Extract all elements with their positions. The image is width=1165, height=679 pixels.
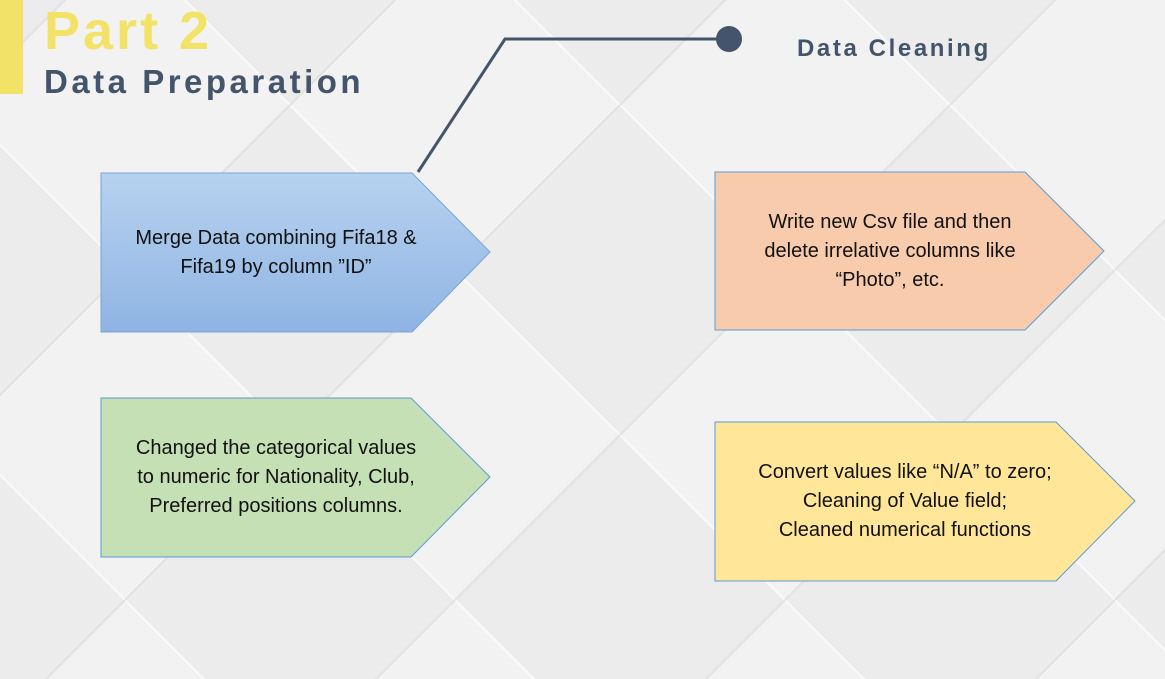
- step-text-write-csv: Write new Csv file and then delete irrel…: [715, 172, 1065, 330]
- step-text-categorical: Changed the categorical values to numeri…: [101, 398, 451, 557]
- connector-label: Data Cleaning: [797, 35, 991, 62]
- step-label: Convert values like “N/A” to zero; Clean…: [758, 461, 1052, 541]
- accent-bar: [0, 0, 23, 94]
- step-label: Merge Data combining Fifa18 & Fifa19 by …: [135, 226, 417, 278]
- step-arrow-categorical: [100, 397, 491, 558]
- step-label: Write new Csv file and then delete irrel…: [764, 210, 1016, 291]
- step-label: Changed the categorical values to numeri…: [135, 437, 417, 517]
- connector-line: [416, 37, 729, 173]
- step-arrow-merge: [100, 172, 491, 333]
- step-text-convert: Convert values like “N/A” to zero; Clean…: [715, 422, 1095, 581]
- step-text-merge: Merge Data combining Fifa18 & Fifa19 by …: [101, 173, 451, 332]
- step-arrow-write-csv: [714, 171, 1105, 331]
- connector-dot: [716, 26, 742, 52]
- step-arrow-convert: [714, 421, 1136, 582]
- part-label: Part 2: [44, 1, 213, 61]
- section-title: Data Preparation: [44, 63, 365, 100]
